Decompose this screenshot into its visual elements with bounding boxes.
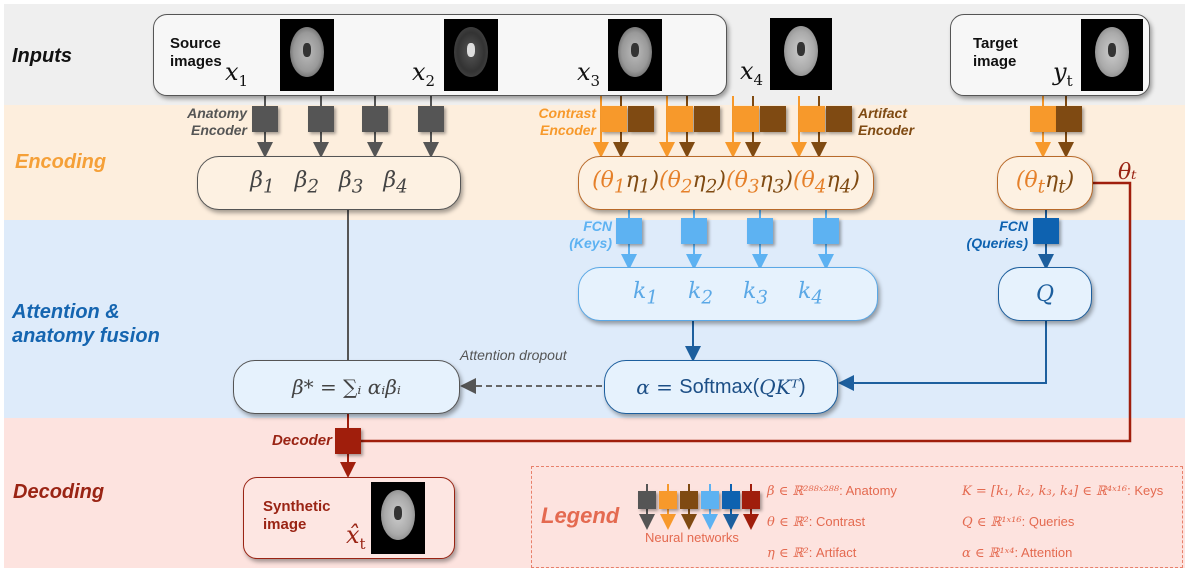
legend-network-anatomy [638, 491, 656, 509]
theta-t-label: θₜ [1118, 160, 1137, 185]
anatomy-codes-node: β1 β2 β3 β4 [197, 156, 461, 210]
artifact-encoder-block-3 [760, 106, 786, 132]
artifact-encoder-block-2 [694, 106, 720, 132]
legend-network-artifact [680, 491, 698, 509]
legend-network-queries [722, 491, 740, 509]
attention-dropout-label: Attention dropout [460, 347, 567, 363]
stage-label-decoding: Decoding [13, 481, 105, 503]
legend-networks-caption: Neural networks [645, 530, 739, 545]
query-node: Q [998, 267, 1092, 321]
legend-network-decoder [742, 491, 760, 509]
source-var-1: x1 [225, 58, 249, 90]
fcn-key-block-1 [616, 218, 642, 244]
theta-t-route [360, 181, 1132, 443]
synthetic-image-title: Synthetic image [263, 498, 331, 533]
fcn-key-block-4 [813, 218, 839, 244]
source-var-2: x2 [412, 58, 436, 90]
source-images-box: Source images x1 x2 x3 [153, 14, 727, 96]
target-var: yt [1053, 58, 1073, 90]
artifact-encoder-block-1 [628, 106, 654, 132]
stage-label-encoding: Encoding [15, 151, 107, 173]
contrast-encoder-block-2 [667, 106, 693, 132]
query-to-softmax-arrow [838, 321, 1047, 391]
legend-item-artifact: η ∈ ℝ²: Artifact [767, 545, 857, 561]
contrast-encoder-label: Contrast Encoder [538, 105, 596, 138]
source-image-3 [608, 19, 662, 91]
anatomy-encoder-block-3 [362, 106, 388, 132]
source-images-title: Source images [170, 35, 222, 70]
source-image-2 [444, 19, 498, 91]
fcn-keys-label: FCN (Keys) [569, 218, 612, 251]
contrast-encoder-block-3 [733, 106, 759, 132]
contrast-encoder-block-1 [601, 106, 627, 132]
legend-network-contrast [659, 491, 677, 509]
target-image-box: Target image yt [950, 14, 1150, 96]
source-image-1 [280, 19, 334, 91]
source-var-3: x3 [577, 58, 601, 90]
anatomy-encoder-block-4 [418, 106, 444, 132]
legend-title: Legend [541, 503, 620, 528]
anatomy-encoder-block-1 [252, 106, 278, 132]
target-image-title: Target image [973, 35, 1018, 70]
legend-item-anatomy: β ∈ ℝ²⁸⁸ˣ²⁸⁸: Anatomy [767, 483, 897, 499]
anatomy-arrows [257, 96, 439, 158]
target-image [1081, 19, 1143, 91]
decoder-label: Decoder [271, 432, 332, 449]
decoding-band [4, 418, 1185, 568]
legend-item-keys: K = [k₁, k₂, k₃, k₄] ∈ ℝ⁴ˣ¹⁶: Keys [962, 483, 1164, 499]
anatomy-encoder-label: Anatomy Encoder [187, 105, 247, 138]
keys-arrows [621, 210, 834, 270]
stage-label-inputs: Inputs [12, 45, 72, 67]
keys-node: k1 k2 k3 k4 [578, 267, 878, 321]
artifact-encoder-label: Artifact Encoder [858, 105, 915, 138]
source-var-4: x4 [740, 57, 764, 89]
synthetic-var: x̂t [346, 521, 366, 553]
fcn-key-block-2 [681, 218, 707, 244]
artifact-encoder-block-4 [826, 106, 852, 132]
anatomy-fusion-node: β* = ∑ᵢ αᵢβᵢ [233, 360, 460, 414]
contrast-encoder-block-4 [799, 106, 825, 132]
anatomy-encoder-block-2 [308, 106, 334, 132]
legend-box [531, 466, 1183, 568]
decoder-block [335, 428, 361, 454]
legend-item-attention: α ∈ ℝ¹ˣ⁴: Attention [962, 545, 1073, 561]
fcn-query-block [1033, 218, 1059, 244]
stage-label-attention: Attention & anatomy fusion [12, 301, 160, 347]
fcn-key-block-3 [747, 218, 773, 244]
synthetic-image-box: Synthetic image x̂t [243, 477, 455, 559]
legend-item-queries: Q ∈ ℝ¹ˣ¹⁶: Queries [962, 514, 1075, 530]
softmax-attention-node: α = Softmax(QKᵀ) [604, 360, 838, 414]
fcn-queries-label: FCN (Queries) [966, 218, 1028, 251]
synthetic-image [371, 482, 425, 554]
source-image-4 [770, 18, 832, 90]
legend-item-contrast: θ ∈ ℝ²: Contrast [767, 514, 866, 530]
target-contrast-encoder-block [1030, 106, 1056, 132]
target-artifact-encoder-block [1056, 106, 1082, 132]
legend-network-keys [701, 491, 719, 509]
